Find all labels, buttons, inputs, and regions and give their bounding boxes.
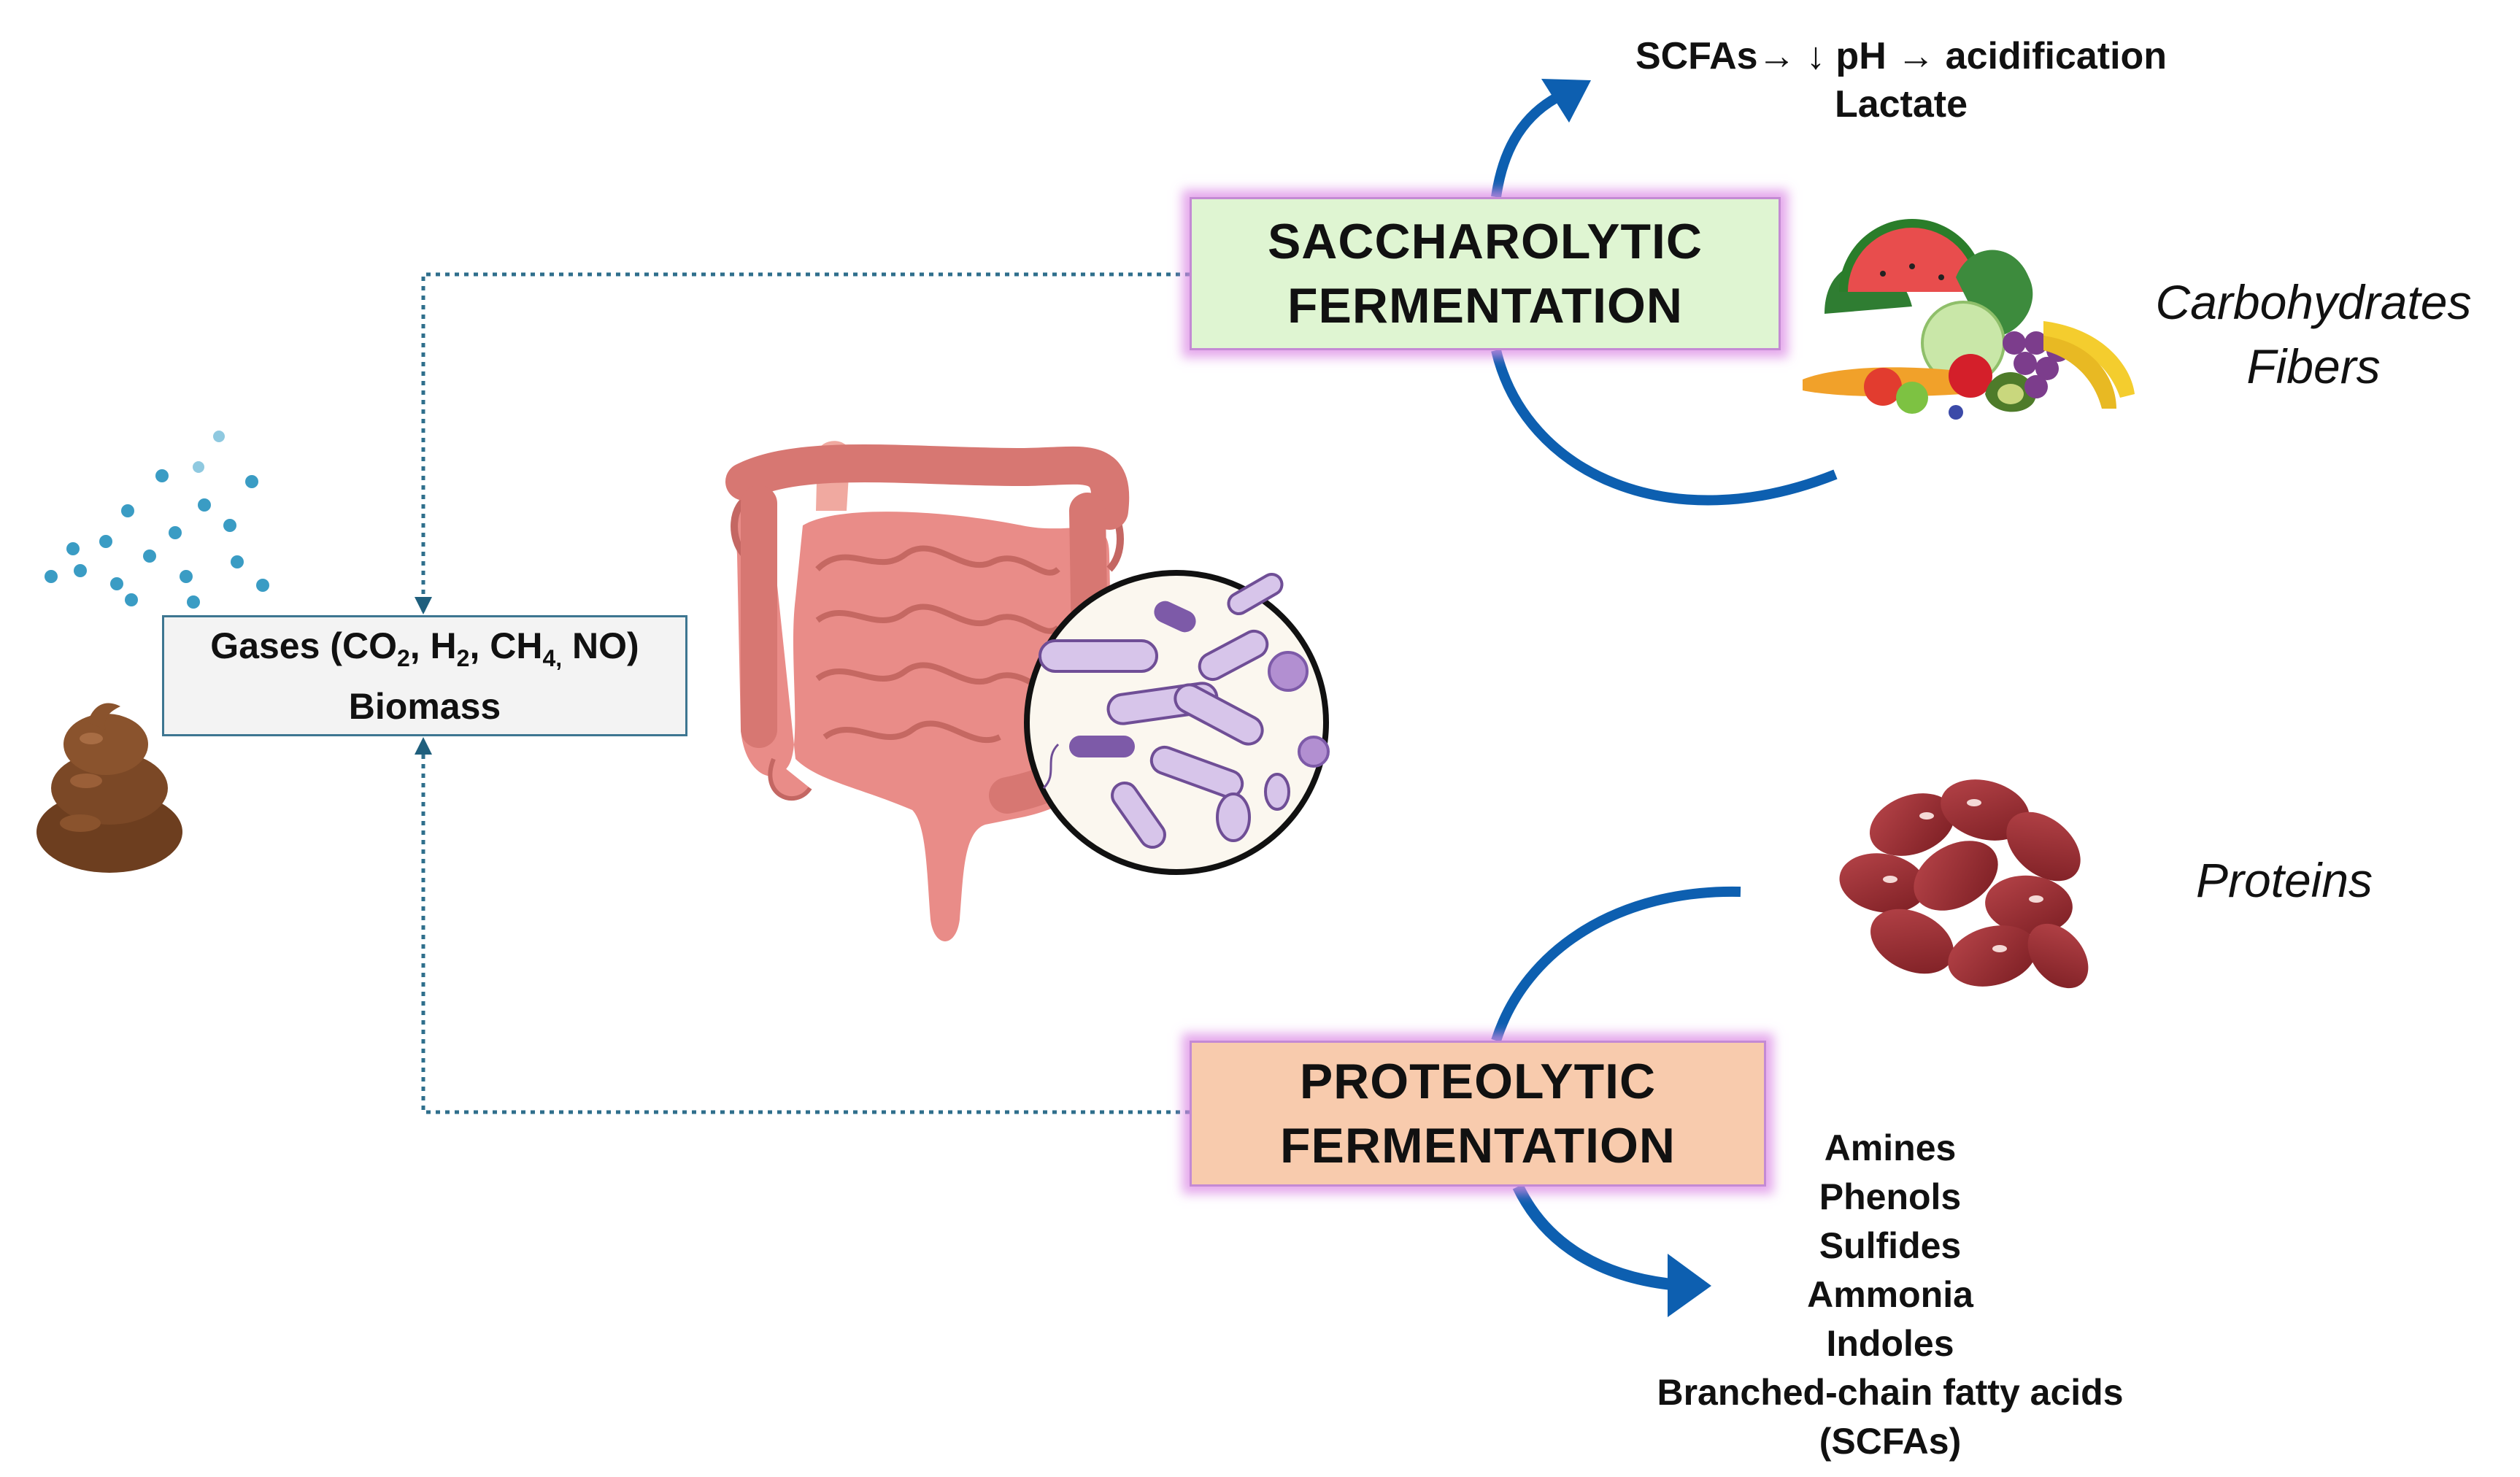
arrow-to-prot-products: [1512, 1184, 1711, 1317]
fruits-vegetables-icon: [1803, 219, 2135, 420]
prot-product-item: Phenols: [1819, 1176, 1962, 1217]
arrow-to-sacch-products: [1491, 79, 1591, 198]
biomass-line: Biomass: [348, 685, 501, 727]
substrate-fibers: Fibers: [2246, 339, 2381, 393]
prot-product-item: Branched-chain fatty acids: [1657, 1372, 2124, 1413]
proteolytic-fermentation-box: PROTEOLYTIC FERMENTATION: [1190, 1041, 1766, 1187]
prot-product-item: (SCFAs): [1819, 1421, 1962, 1462]
prot-title-line1: PROTEOLYTIC: [1299, 1054, 1657, 1109]
sacch-title-line2: FERMENTATION: [1287, 278, 1684, 333]
gas-dots-icon: [45, 431, 269, 609]
prot-product-item: Sulfides: [1819, 1225, 1962, 1266]
carbohydrate-substrates: Carbohydrates Fibers: [2095, 270, 2520, 398]
prot-product-item: Ammonia: [1807, 1274, 1973, 1315]
gases-suffix: NO): [562, 625, 639, 666]
gases-biomass-box: Gases (CO2, H2, CH4, NO) Biomass: [162, 615, 687, 736]
prot-product-item: Amines: [1824, 1127, 1957, 1168]
connector-proteolytic-to-gases: [415, 737, 1190, 1114]
prot-products-list: Amines Phenols Sulfides Ammonia Indoles …: [1562, 1124, 2219, 1466]
gases-prefix: Gases (CO: [210, 625, 397, 666]
prot-title-line2: FERMENTATION: [1279, 1118, 1676, 1173]
arc-from-proteins: [1491, 886, 1741, 1043]
bacteria-magnifier-icon: [1024, 570, 1330, 875]
h-sep: , H: [409, 625, 457, 666]
ch-sep: , CH: [469, 625, 543, 666]
ch4-subscript: 4,: [542, 644, 563, 671]
prot-product-item: Indoles: [1826, 1323, 1954, 1364]
arc-from-carbohydrates: [1491, 349, 1838, 506]
sacch-product-line2: Lactate: [1834, 83, 1968, 126]
substrate-proteins: Proteins: [2195, 853, 2373, 907]
sacch-title-line1: SACCHAROLYTIC: [1267, 214, 1703, 269]
saccharolytic-fermentation-box: SACCHAROLYTIC FERMENTATION: [1190, 197, 1781, 350]
stool-icon: [36, 703, 182, 873]
substrate-carbohydrates: Carbohydrates: [2155, 275, 2472, 329]
kidney-beans-icon: [1839, 779, 2089, 989]
h2-subscript: 2: [456, 644, 470, 671]
co2-subscript: 2: [396, 644, 410, 671]
connector-saccharolytic-to-gases: [415, 272, 1190, 614]
sacch-product-line1: SCFAs→ ↓ pH → acidification: [1635, 35, 2168, 77]
gases-line: Gases (CO2, H2, CH4, NO): [210, 622, 639, 682]
sacch-products: SCFAs→ ↓ pH → acidification Lactate: [1606, 32, 2197, 128]
